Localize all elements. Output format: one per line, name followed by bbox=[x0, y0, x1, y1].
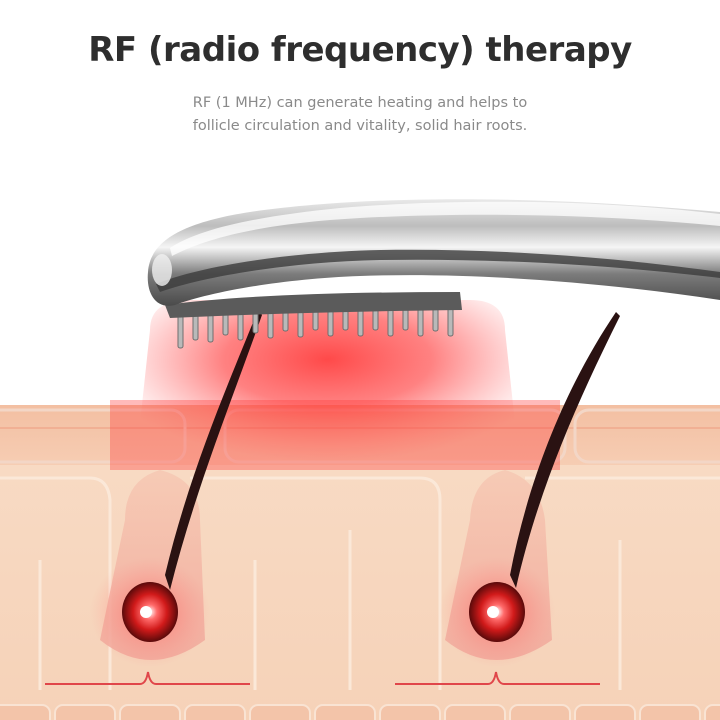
hair-follicle-left bbox=[45, 310, 262, 685]
description-line-2: follicle circulation and vitality, solid… bbox=[192, 118, 528, 134]
page-title: RF (radio frequency) therapy bbox=[88, 30, 632, 70]
page-description: RF (1 MHz) can generate heating and help… bbox=[0, 92, 720, 138]
hair-follicle-right bbox=[395, 312, 620, 685]
description-line-1: RF (1 MHz) can generate heating and help… bbox=[192, 95, 528, 111]
rf-comb-device bbox=[147, 199, 720, 349]
